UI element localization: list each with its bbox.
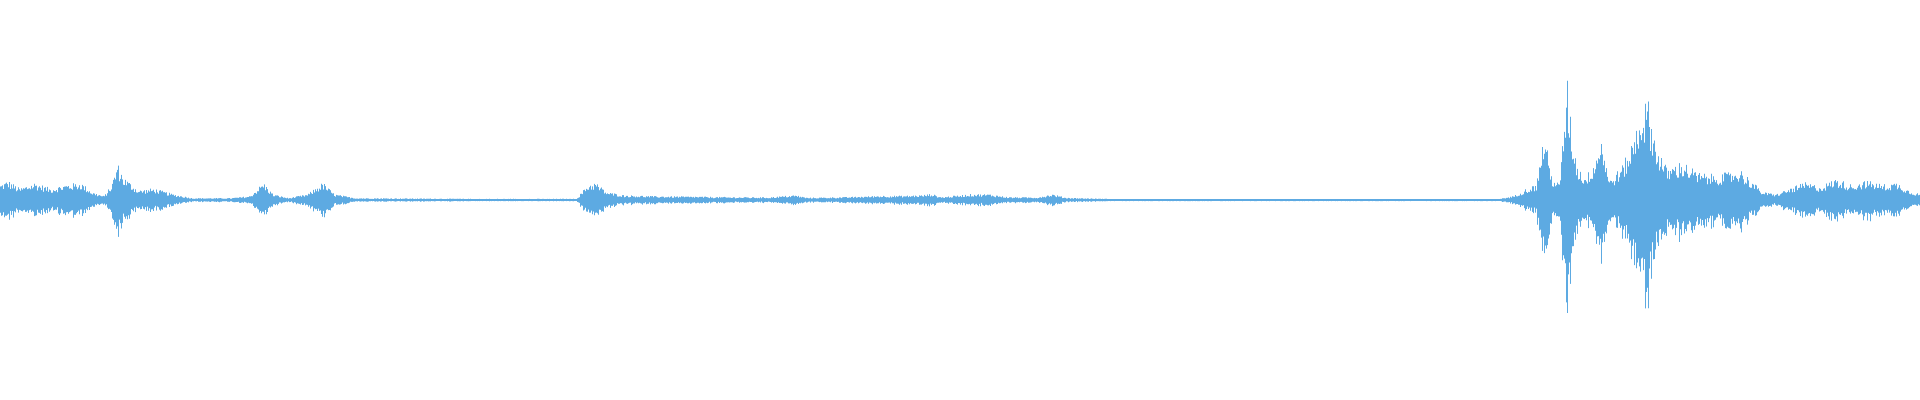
waveform-samples [0,80,1920,313]
waveform-amplitude-path [0,80,1920,313]
